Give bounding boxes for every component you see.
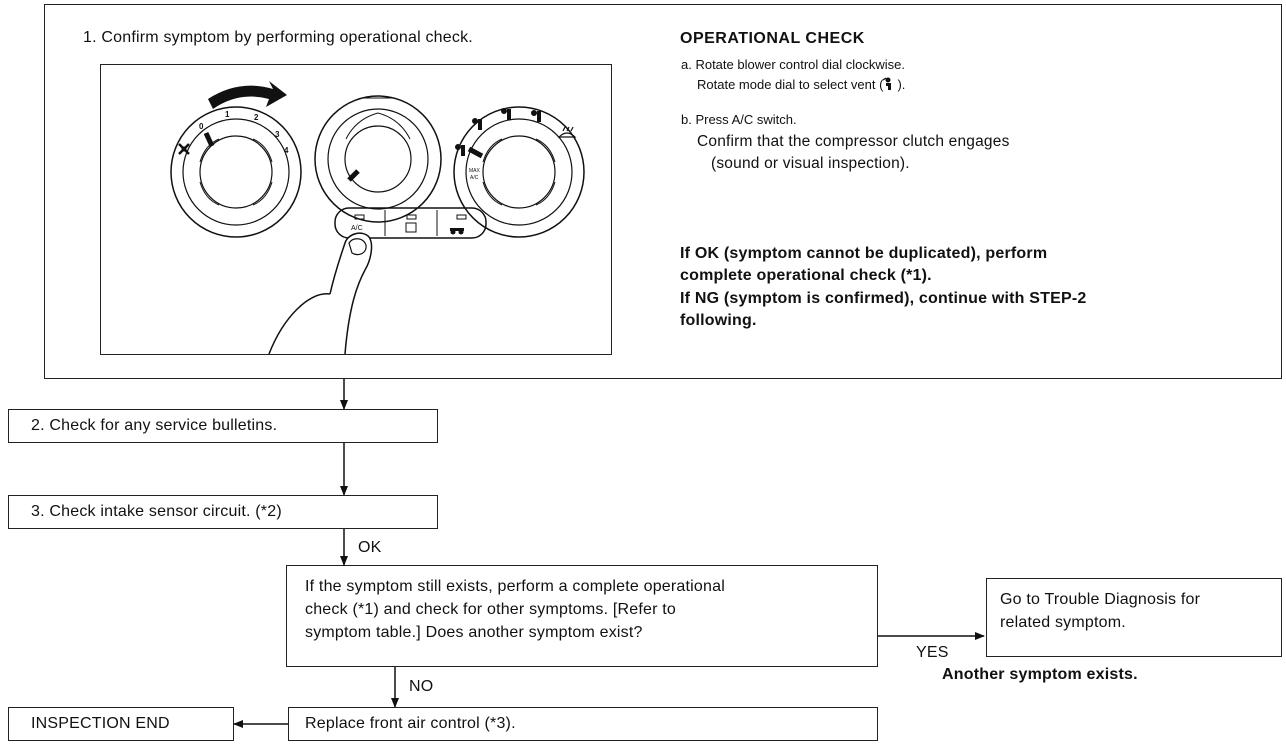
vent-mode-icon (455, 108, 541, 156)
blower-num-0: 0 (199, 122, 204, 131)
op-check-b-line1: b. Press A/C switch. (681, 112, 797, 127)
blower-num-1: 1 (225, 110, 230, 119)
blower-num-3: 3 (275, 130, 280, 139)
decision-line1: If the symptom still exists, perform a c… (305, 578, 725, 595)
ng-line2: following. (680, 312, 757, 329)
step2-box: 2. Check for any service bulletins. (8, 409, 438, 443)
fan-icon (178, 143, 190, 155)
op-check-a-line2-post: ). (897, 77, 906, 92)
op-check-b-line3: (sound or visual inspection). (711, 155, 910, 172)
op-check-b-line2: Confirm that the compressor clutch engag… (697, 133, 1010, 150)
mode-dial (453, 106, 585, 238)
step3-box: 3. Check intake sensor circuit. (*2) (8, 495, 438, 529)
step3-text: 3. Check intake sensor circuit. (*2) (31, 503, 282, 520)
ok-line1: If OK (symptom cannot be duplicated), pe… (680, 245, 1048, 262)
inspection-end-box: INSPECTION END (8, 707, 234, 741)
blower-num-2: 2 (254, 113, 259, 122)
goto-line2: related symptom. (1000, 614, 1126, 631)
vent-mode-inline-icon (883, 77, 897, 90)
ok-line2: complete operational check (*1). (680, 267, 932, 284)
step1-text: 1. Confirm symptom by performing operati… (83, 29, 473, 46)
decision-box: If the symptom still exists, perform a c… (286, 565, 878, 667)
mode-max: MAX (469, 168, 481, 174)
yes-branch-label: YES (916, 644, 949, 661)
ac-button-label: A/C (351, 225, 363, 232)
panel-drawing: 0 1 2 3 4 (170, 81, 585, 355)
rotate-arrow-icon (208, 81, 287, 109)
goto-box: Go to Trouble Diagnosis for related symp… (986, 578, 1282, 657)
ng-line1: If NG (symptom is confirmed), continue w… (680, 290, 1087, 307)
inspection-end-text: INSPECTION END (31, 715, 170, 732)
no-branch-label: NO (409, 678, 434, 695)
step1-box: 1. Confirm symptom by performing operati… (44, 4, 1282, 379)
decision-line3: symptom table.] Does another symptom exi… (305, 624, 643, 641)
op-check-title: OPERATIONAL CHECK (680, 30, 865, 47)
step2-text: 2. Check for any service bulletins. (31, 417, 278, 434)
decision-line2: check (*1) and check for other symptoms.… (305, 601, 677, 618)
replace-box: Replace front air control (*3). (288, 707, 878, 741)
temperature-dial (314, 95, 442, 223)
ok-branch-label: OK (358, 539, 382, 556)
mode-max-ac: A/C (470, 175, 479, 181)
defrost-icon (557, 126, 577, 138)
blower-num-4: 4 (284, 146, 289, 155)
pointing-finger-icon (268, 232, 373, 355)
replace-text: Replace front air control (*3). (305, 715, 516, 732)
recirculation-icon (450, 228, 464, 235)
op-check-a-line1: a. Rotate blower control dial clockwise. (681, 57, 905, 72)
control-panel-illustration: 0 1 2 3 4 (100, 64, 612, 355)
goto-line1: Go to Trouble Diagnosis for (1000, 591, 1201, 608)
op-check-a-line2-pre: Rotate mode dial to select vent ( (697, 77, 884, 92)
button-strip (334, 207, 487, 239)
another-symptom-note: Another symptom exists. (942, 666, 1138, 683)
blower-dial (170, 106, 302, 238)
op-check-a-line2: Rotate mode dial to select vent (). (697, 77, 905, 92)
